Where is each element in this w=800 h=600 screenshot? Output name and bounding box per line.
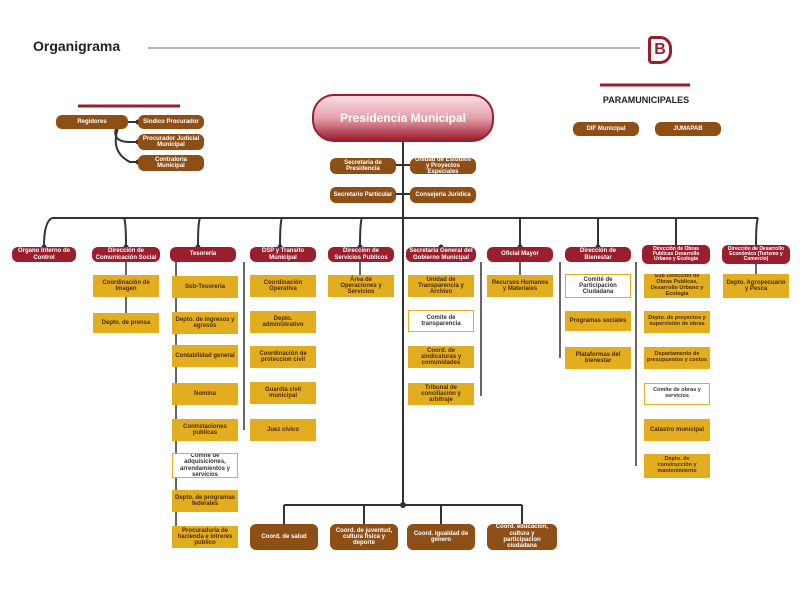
dept-comunicacion-social: Dirección de Comunicación Social xyxy=(92,247,160,262)
coord-igualdad-genero-box: Coord. igualdad de genero xyxy=(407,524,475,550)
presidencia-municipal-box: Presidencia Municipal xyxy=(312,94,494,142)
sub-tesoreria-box: Sub-Tesoreria xyxy=(172,276,238,298)
secretaria-presidencia-box: Secretaria de Presidencia xyxy=(330,158,396,174)
dept-desarrollo-economico: Dirección de Desarrollo Económico (Turis… xyxy=(722,245,790,264)
coord-salud-box: Coord. de salud xyxy=(250,524,318,550)
regidores-box: Regidores xyxy=(56,115,128,129)
dept-tesoreria: Tesorería xyxy=(170,247,236,262)
comite-participacion-box: Comité de Participación Ciudadana xyxy=(565,274,631,298)
depto-construccion-box: Depto. de construcción y mantenimiento xyxy=(644,454,710,478)
secretario-particular-box: Secretario Particular xyxy=(330,187,396,203)
nomina-box: Nomina xyxy=(172,383,238,405)
contrataciones-publicas-box: Contrataciones publicas xyxy=(172,419,238,441)
dept-obras-publicas: Dirección de Obras Publicas Desarrollo U… xyxy=(642,245,710,264)
procurador-judicial-box: Procurador Judicial Municipal xyxy=(138,134,204,150)
consejeria-juridica-box: Consejeria Juridica xyxy=(410,187,476,203)
catastro-municipal-box: Catastro municipal xyxy=(644,419,710,441)
unidad-transparencia-box: Unidad de Transparencia y Archivo xyxy=(408,275,474,297)
page-title: Organigrama xyxy=(33,38,121,54)
coordinacion-operativa-box: Coordinación Operativa xyxy=(250,275,316,297)
paramunicipales-title: PARAMUNICIPALES xyxy=(602,95,690,105)
logo: B xyxy=(648,36,672,64)
juez-civico-box: Juez civico xyxy=(250,419,316,441)
coord-educacion-box: Coord. educacion, cultura y participacio… xyxy=(487,524,557,550)
area-operaciones-box: Área de Operaciones y Servicios xyxy=(328,275,394,297)
comite-transparencia-box: Comite de transparencia xyxy=(408,310,474,332)
jumapab-box: JUMAPAB xyxy=(655,122,721,136)
contraloria-municipal-box: Contraloria Municipal xyxy=(138,155,204,171)
contabilidad-general-box: Contabilidad general xyxy=(172,345,238,367)
coordinacion-imagen-box: Coordinación de Imagen xyxy=(93,275,159,297)
comite-obras-box: Comite de obras y servicios xyxy=(644,383,710,405)
recursos-humanos-box: Recursos Humanos y Materiales xyxy=(487,275,553,297)
depto-administrativo-box: Depto. administrativo xyxy=(250,311,316,333)
procuraduria-hacienda-box: Procuraduria de hacienda e intreres publ… xyxy=(172,526,238,548)
dept-secretaria-general: Secretaria General del Gobierno Municipa… xyxy=(406,247,476,262)
depto-agropecuario-box: Depto. Agropecuario y Pesca xyxy=(723,274,789,298)
depto-presupuestos-box: Departamento de presupuestos y costos xyxy=(644,347,710,369)
dept-dsp-transito: DSP y Transito Municipal xyxy=(250,247,316,262)
dept-oficial-mayor: Oficial Mayor xyxy=(487,247,553,262)
plataformas-bienestar-box: Plataformas del bienestar xyxy=(565,347,631,369)
depto-ingresos-egresos-box: Depto. de ingresos y egresos xyxy=(172,312,238,334)
logo-letter: B xyxy=(654,41,666,58)
comite-adquisiciones-box: Comite de adquisiciones, arrendamientos … xyxy=(172,453,238,478)
guardia-civil-box: Guardia civil municipal xyxy=(250,382,316,404)
dept-bienestar: Dirección de Bienestar xyxy=(565,247,631,262)
tribunal-conciliacion-box: Tribunal de conciliación y arbitraje xyxy=(408,383,474,405)
dif-municipal-box: DIF Municipal xyxy=(573,122,639,136)
dept-organo-interno: Organo Interno de Control xyxy=(12,247,76,262)
depto-prensa-box: Depto. de prensa xyxy=(93,313,159,333)
unidad-estudios-box: Unidad de Estudios y Proyectos Especiale… xyxy=(410,158,476,174)
coord-sindicaturas-box: Coord. de sindicaturas y comunidades xyxy=(408,346,474,368)
coord-juventud-box: Coord. de juventud, cultura fisica y dep… xyxy=(330,524,398,550)
coordinacion-proteccion-civil-box: Coordinación de proteccion civil xyxy=(250,346,316,368)
sub-direccion-obras-box: Sub Direccion de Obras Publicas, Desarro… xyxy=(644,274,710,298)
dept-servicios-publicos: Direccion de Servicios Publicos xyxy=(328,247,394,262)
depto-programas-federales-box: Depto. de programas federales xyxy=(172,490,238,512)
sindico-procurador-box: Sindico Procurador xyxy=(138,115,204,129)
programas-sociales-box: Programas sociales xyxy=(565,311,631,331)
depto-proyectos-box: Depto. de proyectos y supervisión de obr… xyxy=(644,311,710,333)
